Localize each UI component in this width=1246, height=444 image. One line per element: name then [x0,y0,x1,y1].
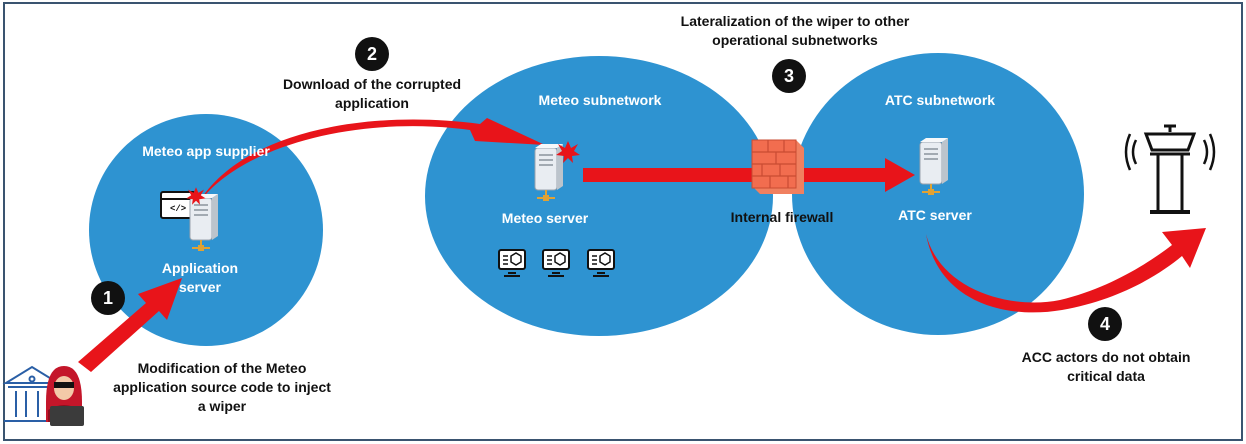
step-badge-2: 2 [355,37,389,71]
step-text-1: Modification of the Meteo application so… [113,360,331,414]
svg-text:2: 2 [367,44,377,64]
hacker-icon [46,366,84,426]
zone-label-atc: ATC subnetwork [884,92,996,108]
svg-text:1: 1 [103,288,113,308]
step-text-3: Lateralization of the wiper to other ope… [680,13,910,48]
arrow-step4 [926,228,1206,313]
arrow-step3 [583,158,915,192]
zone-label-supplier: Meteo app supplier [142,143,270,159]
control-tower-icon [1124,124,1216,214]
svg-text:4: 4 [1100,314,1110,334]
firewall-icon [751,139,804,194]
node-label-atc-server: ATC server [898,207,972,223]
zone-label-meteo: Meteo subnetwork [538,92,662,108]
step-text-2: Download of the corrupted application [282,76,462,111]
step-badge-3: 3 [772,59,806,93]
svg-text:3: 3 [784,66,794,86]
node-label-meteo-server: Meteo server [501,210,589,226]
step-text-4: ACC actors do not obtain critical data [1021,349,1191,384]
step-badge-4: 4 [1088,307,1122,341]
node-label-firewall: Internal firewall [730,209,834,225]
arrow-step1 [78,278,182,372]
zone-atc [792,53,1084,335]
svg-text:</>: </> [170,204,186,214]
step-badge-1: 1 [91,281,125,315]
node-label-app-server: Application server [161,260,239,295]
